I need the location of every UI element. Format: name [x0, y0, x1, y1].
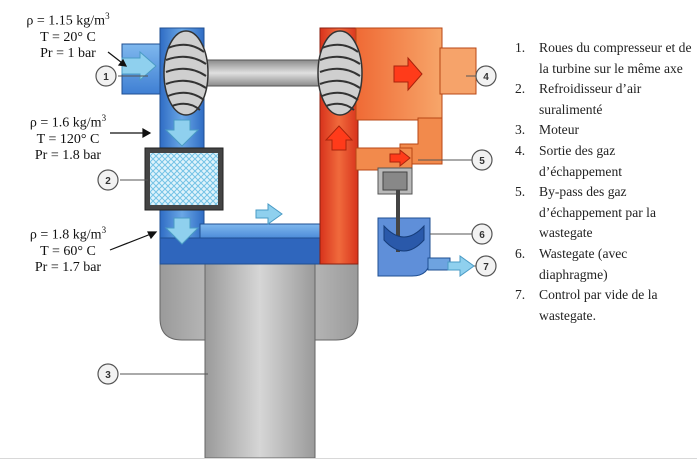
legend-item: 7.Control par vide de la wastegate.	[515, 287, 658, 323]
callout-badge-3: 3	[97, 363, 119, 385]
svg-text:7: 7	[483, 262, 489, 273]
svg-text:1: 1	[103, 72, 109, 83]
callout-leaders	[118, 75, 476, 375]
legend-list: 1.Roues du compresseur et de la turbine …	[515, 38, 695, 326]
compressor-wheel	[163, 30, 209, 116]
turbine-wheel	[317, 30, 363, 116]
callout-badge-2: 2	[97, 169, 119, 191]
legend-item: 4.Sortie des gaz d’échappement	[515, 142, 623, 179]
legend-item: 1.Roues du compresseur et de la turbine …	[515, 40, 692, 76]
legend-item: 5.By-pass des gaz d’échappement par la w…	[515, 184, 656, 241]
callout-badge-1: 1	[95, 65, 117, 87]
callout-badge-7: 7	[475, 255, 497, 277]
svg-text:6: 6	[479, 230, 485, 241]
condition-compressor-out: ρ = 1.6 kg/m3 T = 120° C Pr = 1.8 bar	[29, 113, 107, 163]
wastegate-bypass	[355, 147, 413, 195]
svg-text:4: 4	[483, 72, 489, 83]
engine-block	[159, 261, 359, 459]
svg-text:5: 5	[479, 156, 485, 167]
legend-item: 3.Moteur	[515, 122, 580, 138]
exhaust-outlet	[355, 27, 477, 165]
bottom-divider	[0, 458, 697, 459]
callout-badge-4: 4	[475, 65, 497, 87]
intercooler	[144, 147, 224, 211]
legend-item: 2.Refroidisseur d’air suralimenté	[515, 81, 642, 117]
wastegate-actuator	[377, 190, 451, 277]
callout-badge-5: 5	[471, 149, 493, 171]
svg-text:2: 2	[105, 176, 111, 187]
condition-pointers	[107, 51, 158, 251]
turbo-shaft	[203, 59, 329, 87]
flow-arrows	[121, 50, 475, 277]
condition-cooler-out: ρ = 1.8 kg/m3 T = 60° C Pr = 1.7 bar	[29, 225, 107, 275]
svg-text:3: 3	[105, 370, 111, 381]
legend-item: 6.Wastegate (avec diaphragme)	[515, 245, 628, 282]
callout-badge-6: 6	[471, 223, 493, 245]
condition-inlet: ρ = 1.15 kg/m3 T = 20° C Pr = 1 bar	[26, 11, 110, 61]
